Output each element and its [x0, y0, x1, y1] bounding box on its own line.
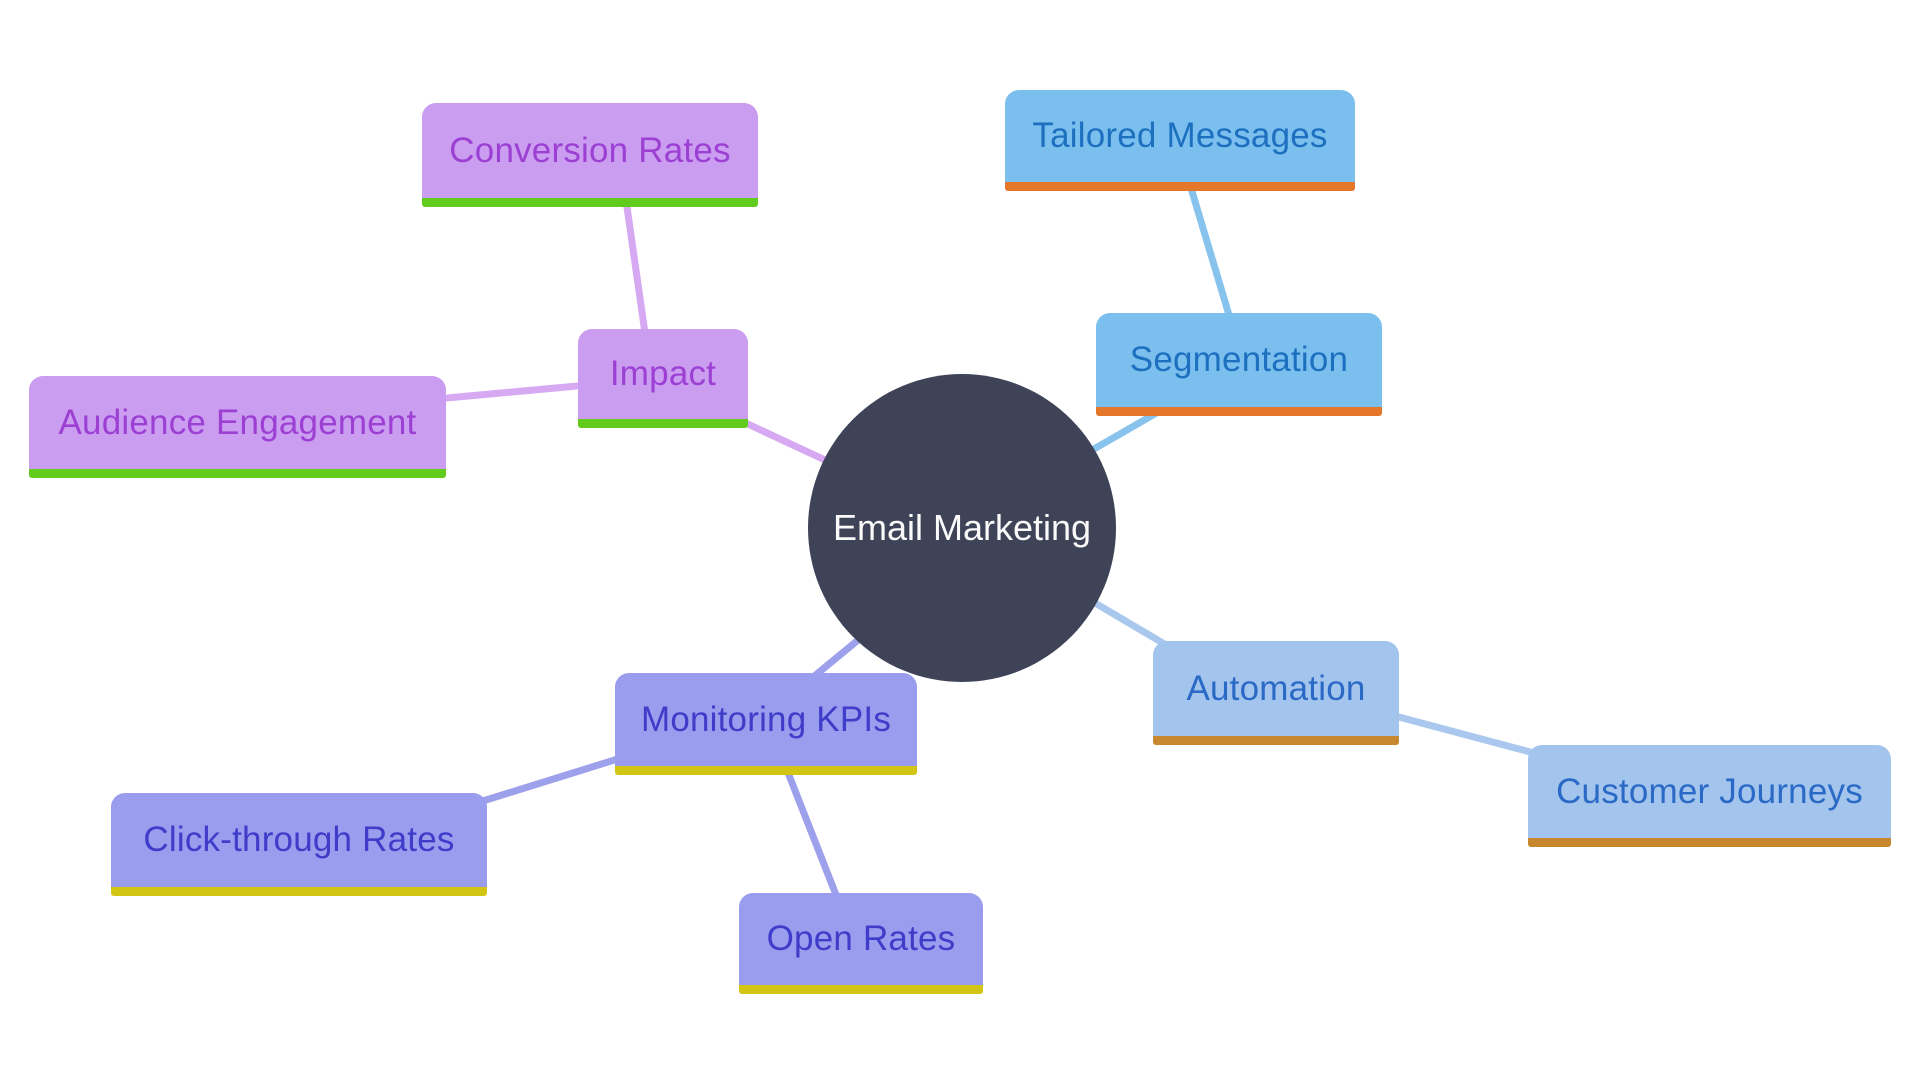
node-impact[interactable]: Impact — [578, 329, 748, 428]
edge-monitoring-open-rates — [781, 761, 844, 909]
node-monitoring-kpis[interactable]: Monitoring KPIs — [615, 673, 917, 775]
node-email-marketing[interactable]: Email Marketing — [808, 374, 1116, 682]
node-customer-journeys[interactable]: Customer Journeys — [1528, 745, 1891, 847]
node-conversion-rates[interactable]: Conversion Rates — [422, 103, 758, 207]
node-open-rates[interactable]: Open Rates — [739, 893, 983, 994]
node-segmentation[interactable]: Segmentation — [1096, 313, 1382, 416]
node-click-through-rates[interactable]: Click-through Rates — [111, 793, 487, 896]
edge-monitoring-click-through — [466, 748, 644, 809]
edge-segmentation-tailored-messages — [1184, 174, 1236, 329]
node-automation[interactable]: Automation — [1153, 641, 1399, 745]
node-audience-engagement[interactable]: Audience Engagement — [29, 376, 446, 478]
node-tailored-messages[interactable]: Tailored Messages — [1005, 90, 1355, 191]
edge-impact-conversion-rates — [622, 196, 650, 344]
